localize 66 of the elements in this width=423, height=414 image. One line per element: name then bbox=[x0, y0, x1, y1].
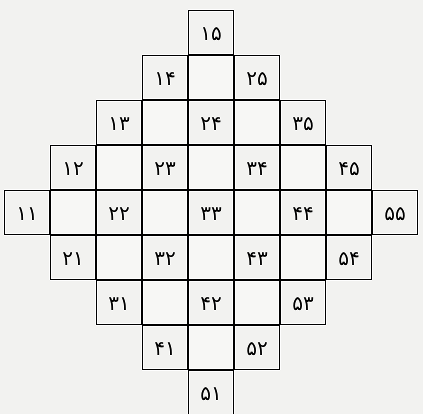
empty-cell bbox=[96, 235, 142, 280]
grid-cell bbox=[234, 145, 280, 190]
empty-cell bbox=[142, 280, 188, 325]
grid-cell bbox=[50, 145, 96, 190]
grid-cell bbox=[188, 190, 234, 235]
empty-cell bbox=[280, 235, 326, 280]
cell-number: ۱۱ bbox=[16, 202, 38, 222]
cell-number: ۳۱ bbox=[108, 292, 130, 312]
empty-cell bbox=[142, 190, 188, 235]
grid-cell bbox=[96, 190, 142, 235]
cell-number: ۲۱ bbox=[62, 248, 84, 268]
grid-cell bbox=[96, 280, 142, 325]
cell-number: ۳۳ bbox=[200, 202, 222, 222]
cell-number: ۱۳ bbox=[108, 112, 130, 132]
cell-number: ۵۴ bbox=[338, 248, 360, 268]
cell-number: ۵۲ bbox=[246, 338, 268, 358]
empty-cell bbox=[188, 235, 234, 280]
grid-cell bbox=[280, 100, 326, 145]
empty-cell bbox=[188, 145, 234, 190]
grid-cell bbox=[280, 280, 326, 325]
cell-number: ۴۳ bbox=[246, 248, 268, 268]
cell-number: ۳۴ bbox=[246, 158, 268, 178]
cell-number: ۲۲ bbox=[108, 202, 130, 222]
grid-cell bbox=[142, 55, 188, 100]
grid-cell bbox=[142, 325, 188, 370]
cell-number: ۲۴ bbox=[200, 112, 222, 132]
cell-number: ۴۵ bbox=[338, 158, 360, 178]
cell-number: ۱۲ bbox=[62, 158, 84, 178]
cell-number: ۳۲ bbox=[154, 248, 176, 268]
grid-cell bbox=[96, 100, 142, 145]
cell-number: ۱۵ bbox=[200, 22, 222, 42]
empty-cell bbox=[188, 325, 234, 370]
cell-number: ۵۳ bbox=[292, 292, 314, 312]
grid-cell bbox=[188, 280, 234, 325]
grid-cell bbox=[234, 325, 280, 370]
grid-cell bbox=[372, 190, 418, 235]
grid-cell bbox=[142, 235, 188, 280]
cell-number: ۳۵ bbox=[292, 112, 314, 132]
empty-cell bbox=[188, 55, 234, 100]
empty-cell bbox=[280, 145, 326, 190]
cell-number: ۲۵ bbox=[246, 68, 268, 88]
cell-number: ۴۱ bbox=[154, 338, 176, 358]
empty-cell bbox=[96, 145, 142, 190]
grid-cell bbox=[188, 370, 234, 414]
grid-cell bbox=[326, 235, 372, 280]
cell-number: ۵۵ bbox=[384, 202, 406, 222]
cell-number: ۱۴ bbox=[154, 68, 176, 88]
cell-number: ۴۲ bbox=[200, 292, 222, 312]
empty-cell bbox=[50, 190, 96, 235]
grid-cell bbox=[280, 190, 326, 235]
grid-cell bbox=[188, 100, 234, 145]
empty-cell bbox=[234, 190, 280, 235]
cell-number: ۲۳ bbox=[154, 158, 176, 178]
empty-cell bbox=[142, 100, 188, 145]
empty-cell bbox=[326, 190, 372, 235]
grid-cell bbox=[234, 55, 280, 100]
cell-number: ۵۱ bbox=[200, 382, 222, 402]
cell-number: ۴۴ bbox=[292, 202, 314, 222]
grid-cell bbox=[4, 190, 50, 235]
grid-cell bbox=[234, 235, 280, 280]
empty-cell bbox=[234, 100, 280, 145]
grid-cell bbox=[50, 235, 96, 280]
grid-cell bbox=[326, 145, 372, 190]
grid-cell bbox=[188, 10, 234, 55]
empty-cell bbox=[234, 280, 280, 325]
grid-cell bbox=[142, 145, 188, 190]
